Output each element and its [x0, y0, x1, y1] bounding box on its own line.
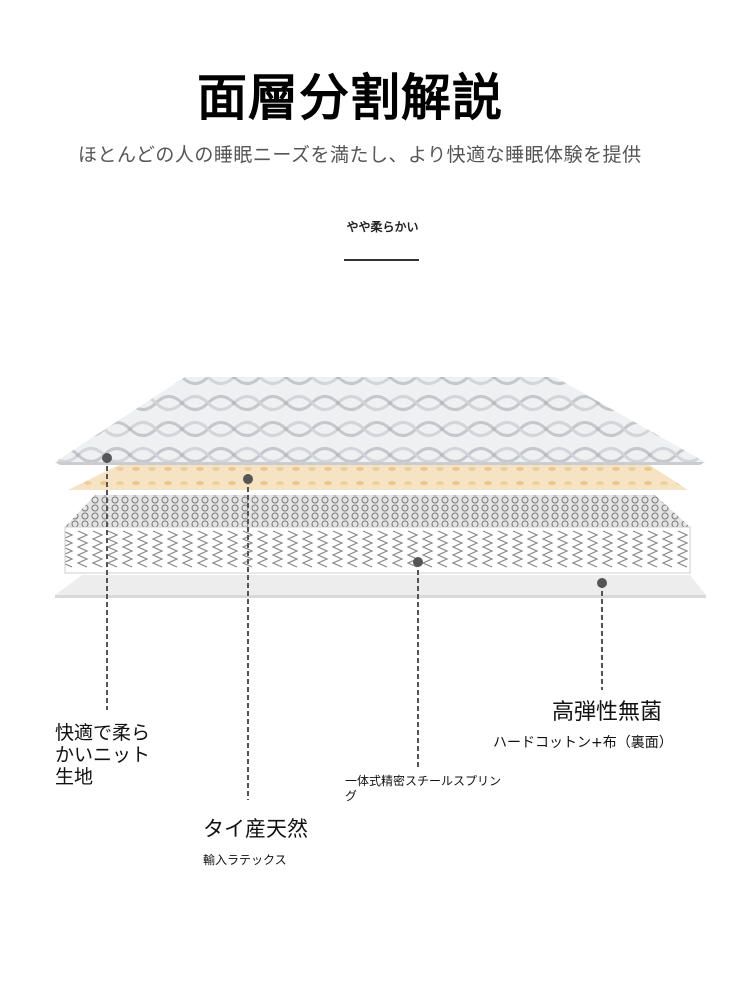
firmness-tab[interactable]: やや柔らかい [346, 220, 419, 234]
spring-layer [64, 495, 691, 574]
cotton-layer-label: 高弾性無菌 [552, 700, 663, 725]
latex-layer [68, 462, 688, 490]
spring-layer-label: 一体式精密スチールスプリング [345, 774, 502, 803]
latex-layer-label: タイ産天然 [203, 817, 308, 841]
cotton-pointer [597, 578, 607, 690]
cotton-layer-sublabel: ハードコットン+布（裏面） [493, 735, 673, 751]
mattress-layer-diagram [55, 377, 706, 800]
cotton-layer [55, 575, 706, 598]
page-title: 面層分割解説 [197, 69, 503, 127]
knit-layer-label: 快適で柔らかいニット生地 [55, 722, 151, 788]
knit-layer [55, 377, 705, 465]
tab-underline [344, 259, 419, 261]
latex-layer-sublabel: 輸入ラテックス [203, 853, 287, 867]
spring-pointer [413, 557, 423, 770]
latex-pointer [243, 474, 253, 800]
knit-pointer [102, 453, 112, 710]
page-subtitle: ほとんどの人の睡眠ニーズを満たし、より快適な睡眠体験を提供 [78, 144, 642, 166]
